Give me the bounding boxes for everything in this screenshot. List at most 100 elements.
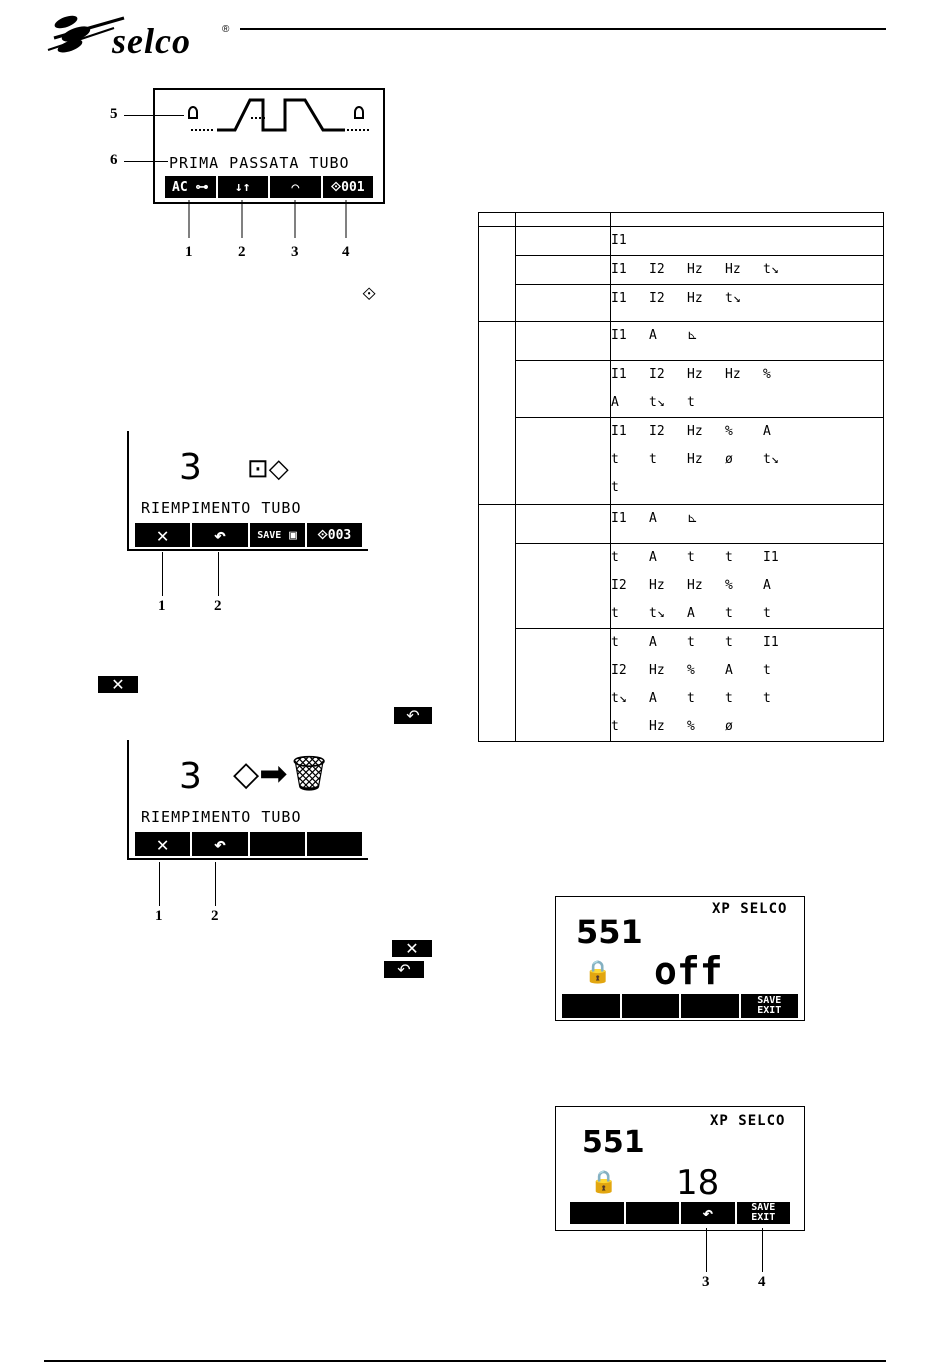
callout-4: 4 <box>758 1274 766 1290</box>
close-icon: ✕ <box>156 523 169 547</box>
softkey-cycle[interactable]: ⌒ <box>270 176 321 198</box>
softkey-empty-3[interactable] <box>249 832 305 856</box>
param-number: 551 <box>576 913 643 951</box>
brand-logo <box>44 8 244 58</box>
softkey-back[interactable]: ↶ <box>192 832 248 856</box>
softkey-back[interactable]: ↶ <box>192 523 248 547</box>
callout-6: 6 <box>110 152 118 168</box>
torch-icon: ⊶ <box>195 179 209 195</box>
display-save-program: 3 ⊡◇ RIEMPIMENTO TUBO ✕ ↶ SAVE ▣ ⟐003 <box>127 431 368 551</box>
cancel-key-icon: ✕ <box>98 676 138 694</box>
softkey-ac[interactable]: AC ⊶ <box>165 176 216 198</box>
callout-line-2 <box>218 552 219 596</box>
selco-swirl-icon <box>47 15 125 53</box>
brand-line: XP SELCO <box>710 1113 786 1129</box>
softkey-cancel[interactable]: ✕ <box>135 832 191 856</box>
callout-arrow-5 <box>124 115 184 116</box>
softkey-back[interactable]: ↶ <box>681 1202 735 1224</box>
callout-5: 5 <box>110 106 118 122</box>
callout-2: 2 <box>238 244 246 260</box>
diamond-arrow-icon: ⟐ <box>362 284 377 304</box>
callout-4: 4 <box>342 244 350 260</box>
callout-3: 3 <box>702 1274 710 1290</box>
softkey-empty-1[interactable] <box>570 1202 624 1224</box>
callout-2: 2 <box>214 598 222 614</box>
softkey-empty-4[interactable] <box>306 832 362 856</box>
softkey-program-number[interactable]: ⟐001 <box>322 176 373 198</box>
callout-3: 3 <box>291 244 299 260</box>
softkey-empty-1[interactable] <box>562 994 620 1018</box>
softkey-cancel[interactable]: ✕ <box>135 523 191 547</box>
display-delete-program: 3 ◇➡🗑 RIEMPIMENTO TUBO ✕ ↶ <box>127 740 368 860</box>
floppy-icon: ▣ <box>289 527 297 543</box>
lock-icon: 🔒 <box>584 959 612 984</box>
callout-1: 1 <box>185 244 193 260</box>
softkey-empty-2[interactable] <box>621 994 679 1018</box>
callout-line-3 <box>706 1228 707 1272</box>
diamond-arrow-icon: ⟐ <box>317 527 328 543</box>
footer-rule <box>44 1360 886 1362</box>
softkey-save[interactable]: SAVE ▣ <box>249 523 305 547</box>
program-number: 3 <box>179 756 202 797</box>
callout-1: 1 <box>158 598 166 614</box>
icon-cell: I1 <box>610 226 884 256</box>
softkey-bar: ✕ ↶ <box>135 832 362 856</box>
diamond-arrow-icon: ⟐ <box>330 179 342 195</box>
program-name: RIEMPIMENTO TUBO <box>141 808 302 826</box>
undo-arrow-icon: ↶ <box>702 1202 714 1224</box>
softkey-trigger-mode[interactable]: ↓↑ <box>217 176 268 198</box>
table-header-row <box>478 212 884 227</box>
softkey-program-number[interactable]: ⟐003 <box>306 523 362 547</box>
program-number: 3 <box>179 447 202 488</box>
program-name: RIEMPIMENTO TUBO <box>141 499 302 517</box>
brand-line: XP SELCO <box>712 901 788 917</box>
callout-line-2 <box>215 862 216 906</box>
callout-2: 2 <box>211 908 219 924</box>
lock-icon: 🔒 <box>590 1169 618 1194</box>
softkey-bar: ✕ ↶ SAVE ▣ ⟐003 <box>135 523 362 547</box>
registered-mark: ® <box>222 24 230 35</box>
close-icon: ✕ <box>156 832 169 856</box>
back-key-icon: ↶ <box>384 961 424 979</box>
callout-1: 1 <box>155 908 163 924</box>
callout-arrow-6 <box>124 161 168 162</box>
ramp-icon: ⌒ <box>291 179 300 195</box>
softkey-empty-3[interactable] <box>681 994 739 1018</box>
brand-name: selco <box>112 21 191 61</box>
cancel-key-icon: ✕ <box>392 940 432 958</box>
softkey-bar: AC ⊶ ↓↑ ⌒ ⟐001 <box>165 176 373 198</box>
param-value: 18 <box>676 1163 720 1203</box>
welding-cycle-icon <box>188 98 370 132</box>
callout-line-1 <box>159 862 160 906</box>
display-program-main: PRIMA PASSATA TUBO AC ⊶ ↓↑ ⌒ ⟐001 <box>153 88 385 204</box>
table-row: I1 <box>478 226 884 322</box>
undo-arrow-icon: ↶ <box>213 832 226 856</box>
callout-line-4 <box>762 1228 763 1272</box>
param-value: off <box>654 949 723 993</box>
softkey-empty-2[interactable] <box>625 1202 679 1224</box>
param-number: 551 <box>582 1125 645 1160</box>
undo-arrow-icon: ↶ <box>213 523 226 547</box>
